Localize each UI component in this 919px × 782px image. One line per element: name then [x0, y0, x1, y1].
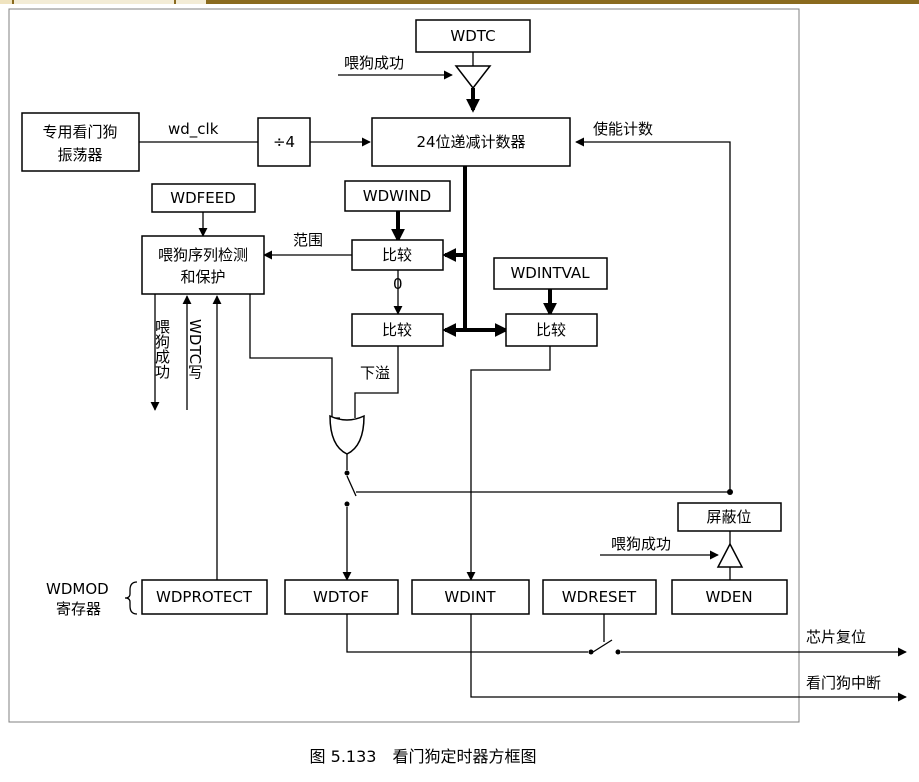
- wdtof-block: WDTOF: [284, 579, 399, 615]
- mask-bit-label: 屏蔽位: [706, 508, 751, 526]
- wire-wdtof-reset: [346, 614, 588, 653]
- wdintval-label: WDINTVAL: [510, 264, 590, 282]
- feed-success-top-label: 喂狗成功: [344, 54, 404, 72]
- divider-block: ÷4: [257, 117, 311, 167]
- compare-int-block: 比较: [505, 313, 598, 347]
- wdmod-brace: [124, 581, 138, 615]
- oscillator-block: 专用看门狗 振荡器: [21, 112, 140, 172]
- compare-zero-label: 比较: [382, 321, 412, 339]
- wdprotect-block: WDPROTECT: [141, 579, 268, 615]
- switch-terminal: [588, 649, 594, 655]
- diagram-frame: [8, 8, 800, 723]
- wdfeed-label: WDFEED: [170, 189, 236, 207]
- zero-label: 0: [393, 275, 403, 293]
- wdtc-label: WDTC: [450, 27, 495, 45]
- range-label: 范围: [293, 231, 323, 249]
- wire-watchdog-interrupt: [470, 614, 907, 702]
- wire-compare-wdint: [466, 346, 551, 581]
- wdprotect-label: WDPROTECT: [156, 588, 253, 606]
- top-strip-tab: [0, 0, 12, 4]
- top-strip-tab: [176, 0, 206, 4]
- wdtof-label: WDTOF: [313, 588, 369, 606]
- compare-window-label: 比较: [382, 246, 412, 264]
- wire-underflow-or: [354, 346, 399, 418]
- wire-count-enable: [575, 137, 731, 492]
- divider-label: ÷4: [273, 133, 295, 151]
- mask-buffer-triangle: [716, 542, 744, 568]
- feed-success-mask-label: 喂狗成功: [611, 535, 671, 553]
- top-strip: [0, 0, 919, 4]
- wdint-label: WDINT: [444, 588, 496, 606]
- wdwind-block: WDWIND: [344, 180, 451, 212]
- counter-block: 24位递减计数器: [371, 117, 571, 167]
- compare-window-block: 比较: [351, 239, 444, 271]
- wdmod-label-line1: WDMOD: [46, 580, 109, 598]
- switch-contact: [346, 475, 357, 497]
- wire-feedcheck-or: [249, 294, 340, 419]
- wdintval-block: WDINTVAL: [493, 257, 608, 290]
- watchdog-interrupt-label: 看门狗中断: [806, 674, 881, 692]
- mask-bit-block: 屏蔽位: [677, 502, 782, 532]
- wdmod-label-line2: 寄存器: [56, 600, 101, 618]
- wdreset-block: WDRESET: [542, 579, 657, 615]
- junction-dot: [727, 489, 733, 495]
- chip-reset-label: 芯片复位: [806, 628, 866, 646]
- oscillator-label-line1: 专用看门狗: [42, 123, 117, 141]
- top-strip-tab: [14, 0, 174, 4]
- reset-switch-contact: [592, 639, 613, 653]
- underflow-label: 下溢: [360, 364, 390, 382]
- figure-caption: 图 5.133 看门狗定时器方框图: [310, 747, 537, 766]
- wdint-block: WDINT: [411, 579, 530, 615]
- oscillator-label-line2: 振荡器: [57, 146, 102, 164]
- compare-int-label: 比较: [536, 321, 566, 339]
- compare-zero-block: 比较: [351, 313, 444, 347]
- feed-check-label-line2: 和保护: [180, 268, 225, 286]
- counter-label: 24位递减计数器: [416, 133, 525, 151]
- feed-check-block: 喂狗序列检测 和保护: [141, 235, 265, 295]
- switch-terminal: [615, 649, 621, 655]
- wdreset-label: WDRESET: [562, 588, 637, 606]
- wdfeed-block: WDFEED: [151, 183, 256, 213]
- count-enable-label: 使能计数: [593, 120, 653, 138]
- feed-check-label-line1: 喂狗序列检测: [158, 246, 248, 264]
- feed-success-vertical-label: 喂狗成功: [153, 319, 171, 380]
- wdtc-write-label: WDTC写: [186, 319, 204, 380]
- wden-label: WDEN: [705, 588, 752, 606]
- switch-terminal: [344, 501, 350, 507]
- wd-clk-label: wd_clk: [168, 120, 219, 139]
- feed-buffer-triangle: [454, 65, 492, 90]
- wden-block: WDEN: [671, 579, 788, 615]
- or-gate: [329, 414, 365, 455]
- wdwind-label: WDWIND: [363, 187, 431, 205]
- switch-terminal: [344, 470, 350, 476]
- wdtc-block: WDTC: [415, 19, 531, 53]
